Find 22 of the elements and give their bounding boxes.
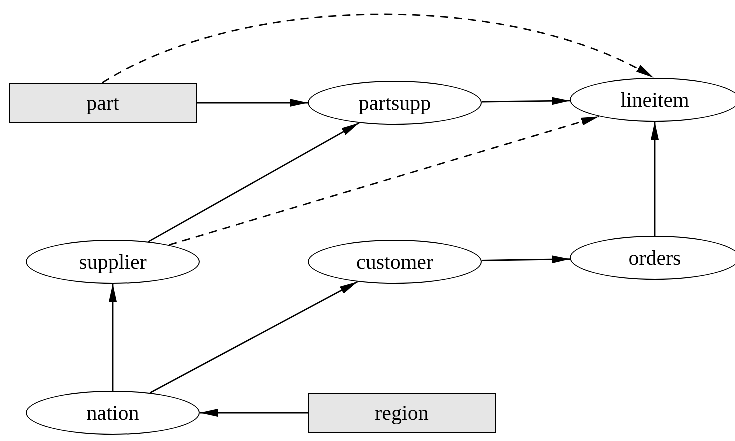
arrow	[482, 97, 570, 106]
arrow	[482, 256, 570, 264]
node-label: part	[86, 90, 120, 116]
node-label: supplier	[79, 250, 147, 274]
table-ellipse	[570, 236, 735, 280]
arrow	[150, 281, 358, 394]
arrow	[651, 122, 659, 236]
table-box	[9, 83, 197, 123]
node-label: orders	[628, 246, 682, 270]
arrow	[102, 14, 654, 84]
node-label: partsupp	[358, 90, 432, 116]
arrow	[168, 116, 600, 246]
node-label: nation	[86, 400, 140, 426]
table-box	[308, 393, 496, 433]
table-ellipse	[570, 78, 735, 122]
node-label: customer	[356, 250, 434, 274]
node-label: lineitem	[620, 88, 690, 112]
arrow	[148, 122, 360, 243]
arrow	[197, 99, 308, 107]
arrow	[109, 284, 117, 391]
arrow	[200, 409, 308, 417]
node-label: region	[375, 400, 429, 426]
